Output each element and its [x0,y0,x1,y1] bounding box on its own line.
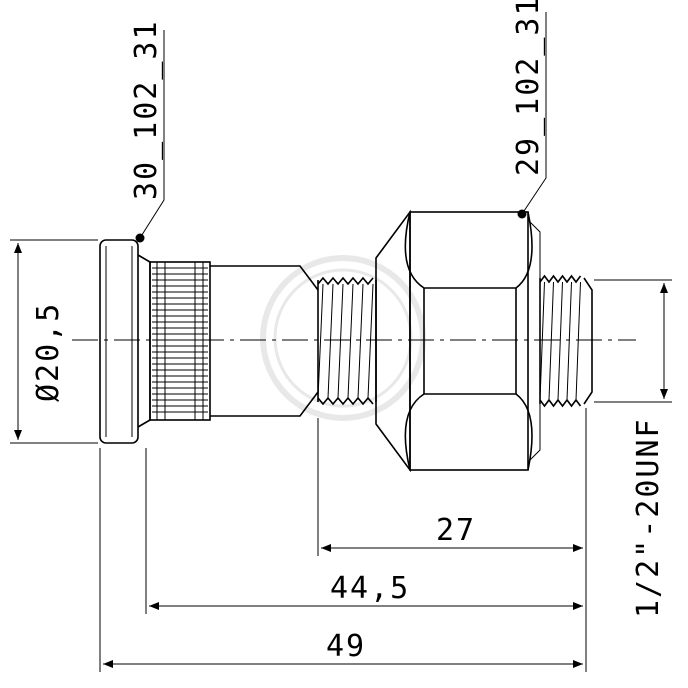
dim-44-5-label: 44,5 [330,571,410,606]
dim-diameter: Ø20,5 [10,239,98,444]
thread-line [557,281,563,401]
thread-line [548,281,554,401]
dim-27-label: 27 [436,513,476,548]
part-label-left: 30_102_31 [129,19,164,200]
thread-crest-top [317,276,374,286]
thread-line [566,281,572,401]
dim-thread: 1/2"-20UNF [594,279,672,618]
extension-lines [99,408,587,672]
thread-line [357,283,364,399]
dim-49: 49 [103,629,583,668]
stud-part-left [99,239,377,444]
thread-line [367,283,374,399]
thread-crest-bottom [539,398,582,408]
leader-part-left: 30_102_31 [129,19,165,243]
dim-27: 27 [321,513,583,552]
part-label-right: 29_102_31 [511,0,546,176]
thread-line [347,283,354,399]
leader-part-right: 29_102_31 [511,0,547,219]
dim-49-label: 49 [326,629,366,664]
thread-crest-top [539,274,582,284]
thread-line [575,281,581,401]
thread-line [327,283,334,399]
thread-label: 1/2"-20UNF [631,417,666,618]
thread-crest-bottom [317,396,374,406]
thread-line [337,283,344,399]
diameter-label: Ø20,5 [31,302,66,402]
thread-line [317,283,324,399]
watermark-logo [260,255,426,421]
hex-fitting-right [375,209,593,473]
dim-44-5: 44,5 [149,571,583,610]
